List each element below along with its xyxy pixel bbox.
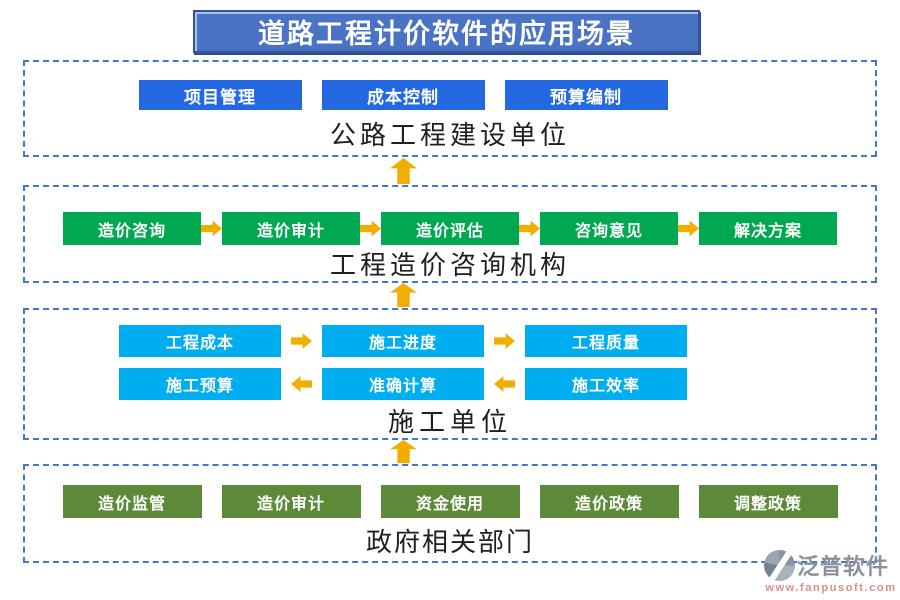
btn-project-cost: 工程成本 <box>119 325 281 357</box>
section3-row-forward: 工程成本 施工进度 工程质量 <box>0 325 828 357</box>
up-arrow-icon <box>390 158 417 184</box>
btn-construction-progress: 施工进度 <box>322 325 484 357</box>
btn-project-quality: 工程质量 <box>525 325 687 357</box>
left-arrow-icon <box>291 375 312 393</box>
up-arrow-icon <box>390 440 417 463</box>
section-highway-construction-unit: 项目管理 成本控制 预算编制 公路工程建设单位 <box>23 60 877 157</box>
right-arrow-icon <box>201 220 222 237</box>
btn-construction-efficiency: 施工效率 <box>525 368 687 400</box>
left-arrow-icon <box>494 375 515 393</box>
fanpu-logo: 泛普软件 www.fanpusoft.com <box>764 549 898 594</box>
btn-consulting-opinion: 咨询意见 <box>540 212 678 245</box>
section3-row-backward: 施工预算 准确计算 施工效率 <box>0 368 828 400</box>
section-cost-consulting-agency: 造价咨询 造价审计 造价评估 咨询意见 解决方案 工程造价咨询机构 <box>23 185 877 283</box>
btn-cost-evaluation: 造价评估 <box>381 212 519 245</box>
btn-cost-supervision: 造价监管 <box>62 485 202 518</box>
btn-solution: 解决方案 <box>699 212 837 245</box>
btn-construction-budget: 施工预算 <box>119 368 281 400</box>
section3-label: 施工单位 <box>387 408 512 438</box>
right-arrow-icon <box>494 333 515 349</box>
btn-cost-audit-gov: 造价审计 <box>221 485 361 518</box>
right-arrow-icon <box>360 220 381 237</box>
section2-label: 工程造价咨询机构 <box>329 251 570 281</box>
section4-button-row: 造价监管 造价审计 资金使用 造价政策 调整政策 <box>25 485 875 518</box>
btn-cost-consulting: 造价咨询 <box>63 212 201 245</box>
right-arrow-icon <box>678 220 699 237</box>
section-government-departments: 造价监管 造价审计 资金使用 造价政策 调整政策 政府相关部门 <box>23 464 877 563</box>
btn-cost-control: 成本控制 <box>321 80 485 110</box>
fanpu-logo-icon <box>764 549 795 581</box>
up-arrow-icon <box>390 283 417 307</box>
btn-project-management: 项目管理 <box>138 80 302 110</box>
section4-label: 政府相关部门 <box>365 528 534 558</box>
btn-cost-audit: 造价审计 <box>222 212 360 245</box>
page-title: 道路工程计价软件的应用场景 <box>193 10 700 53</box>
section1-button-row: 项目管理 成本控制 预算编制 <box>0 80 828 110</box>
fanpu-logo-url[interactable]: www.fanpusoft.com <box>765 582 897 594</box>
section2-button-row: 造价咨询 造价审计 造价评估 咨询意见 解决方案 <box>25 212 875 245</box>
section-construction-unit: 工程成本 施工进度 工程质量 施工预算 准确计算 施工效率 施工单位 <box>23 308 877 440</box>
right-arrow-icon <box>519 220 540 237</box>
right-arrow-icon <box>291 333 312 349</box>
fanpu-logo-name: 泛普软件 <box>797 554 890 579</box>
section1-label: 公路工程建设单位 <box>329 121 570 151</box>
btn-fund-usage: 资金使用 <box>380 485 520 518</box>
btn-cost-policy: 造价政策 <box>539 485 679 518</box>
btn-budget-compilation: 预算编制 <box>504 80 668 110</box>
btn-accurate-calculation: 准确计算 <box>322 368 484 400</box>
btn-policy-adjustment: 调整政策 <box>698 485 838 518</box>
